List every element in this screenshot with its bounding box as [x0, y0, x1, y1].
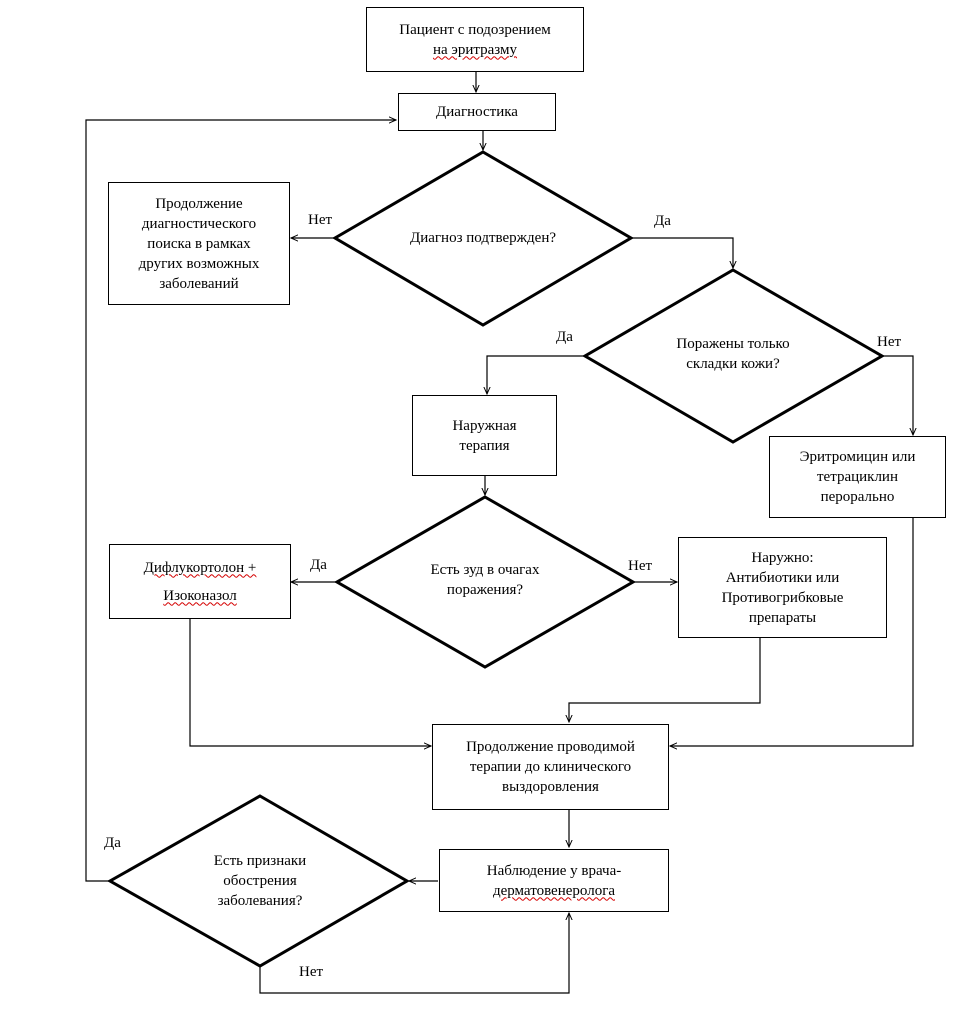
node-continue-search: Продолжение диагностического поиска в ра…: [108, 182, 290, 305]
node-diagnostics: Диагностика: [398, 93, 556, 131]
label-d2-no: Нет: [877, 334, 902, 350]
edge-antibiotics-continue: [569, 637, 761, 722]
edge-diflucortolone-continue: [189, 618, 431, 746]
label-d4-no: Нет: [299, 964, 324, 980]
label-d2-yes: Да: [556, 329, 573, 345]
label-d4-yes: Да: [104, 835, 121, 851]
edge-d4-no: [259, 913, 569, 994]
node-observation: Наблюдение у врача-дерматовенеролога: [439, 849, 669, 912]
label-d1-yes: Да: [654, 213, 671, 229]
node-diflucortolone: Дифлукортолон +Изоконазол: [109, 544, 291, 619]
edge-d2-no: [882, 355, 913, 435]
label-d1-no: Нет: [308, 212, 333, 228]
node-diagnosis-confirmed: Диагноз подтвержден?: [409, 230, 557, 246]
edge-d4-yes: [85, 120, 396, 882]
label-d3-no: Нет: [628, 558, 653, 574]
diamond-itch: [333, 495, 637, 669]
diamond-diagnosis-confirmed: [332, 150, 634, 327]
diamond-folds-only: [582, 268, 886, 444]
edge-erythromycin-continue: [670, 517, 914, 746]
edge-d2-yes: [487, 355, 585, 394]
edge-d1-yes: [631, 237, 733, 268]
label-d3-yes: Да: [310, 557, 327, 573]
